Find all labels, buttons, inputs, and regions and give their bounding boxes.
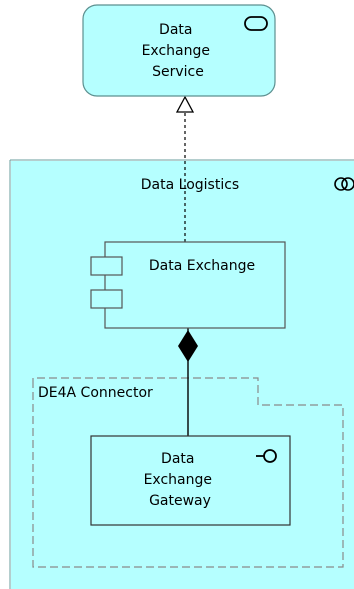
component-icon (90, 256, 123, 309)
service-icon (244, 16, 268, 31)
service-label-line-1: Data (159, 22, 192, 38)
gateway-label-line-2: Exchange (144, 472, 212, 488)
data-exchange-service-node[interactable]: Data Exchange Service (82, 4, 276, 97)
service-label-line-3: Service (152, 64, 204, 80)
realization-arrowhead (175, 95, 195, 113)
connector-group-frame (32, 377, 344, 568)
gateway-label-line-1: Data (161, 451, 194, 467)
interface-icon (256, 449, 277, 463)
data-exchange-gateway-node[interactable]: Data Exchange Gateway (90, 435, 291, 526)
svg-text:Data Exchange Serv: Data Exchange Service (142, 22, 215, 80)
composition-diamond (178, 330, 198, 362)
realization-edge[interactable] (175, 95, 195, 242)
data-exchange-label: Data Exchange (149, 258, 255, 274)
service-label-line-2: Exchange (142, 43, 210, 59)
service-box (82, 4, 276, 97)
data-logistics-frame (9, 159, 354, 589)
de4a-connector-label: DE4A Connector (38, 385, 153, 401)
de4a-connector-group[interactable]: DE4A Connector (32, 377, 344, 568)
svg-text:Data Exchange Gate: Data Exchange Gateway (144, 451, 217, 509)
data-exchange-node[interactable]: Data Exchange (90, 241, 286, 329)
gateway-label-line-3: Gateway (149, 493, 211, 509)
data-logistics-label: Data Logistics (141, 177, 239, 193)
gateway-box (90, 435, 291, 526)
data-exchange-box (104, 241, 286, 329)
collaboration-icon (334, 177, 354, 191)
